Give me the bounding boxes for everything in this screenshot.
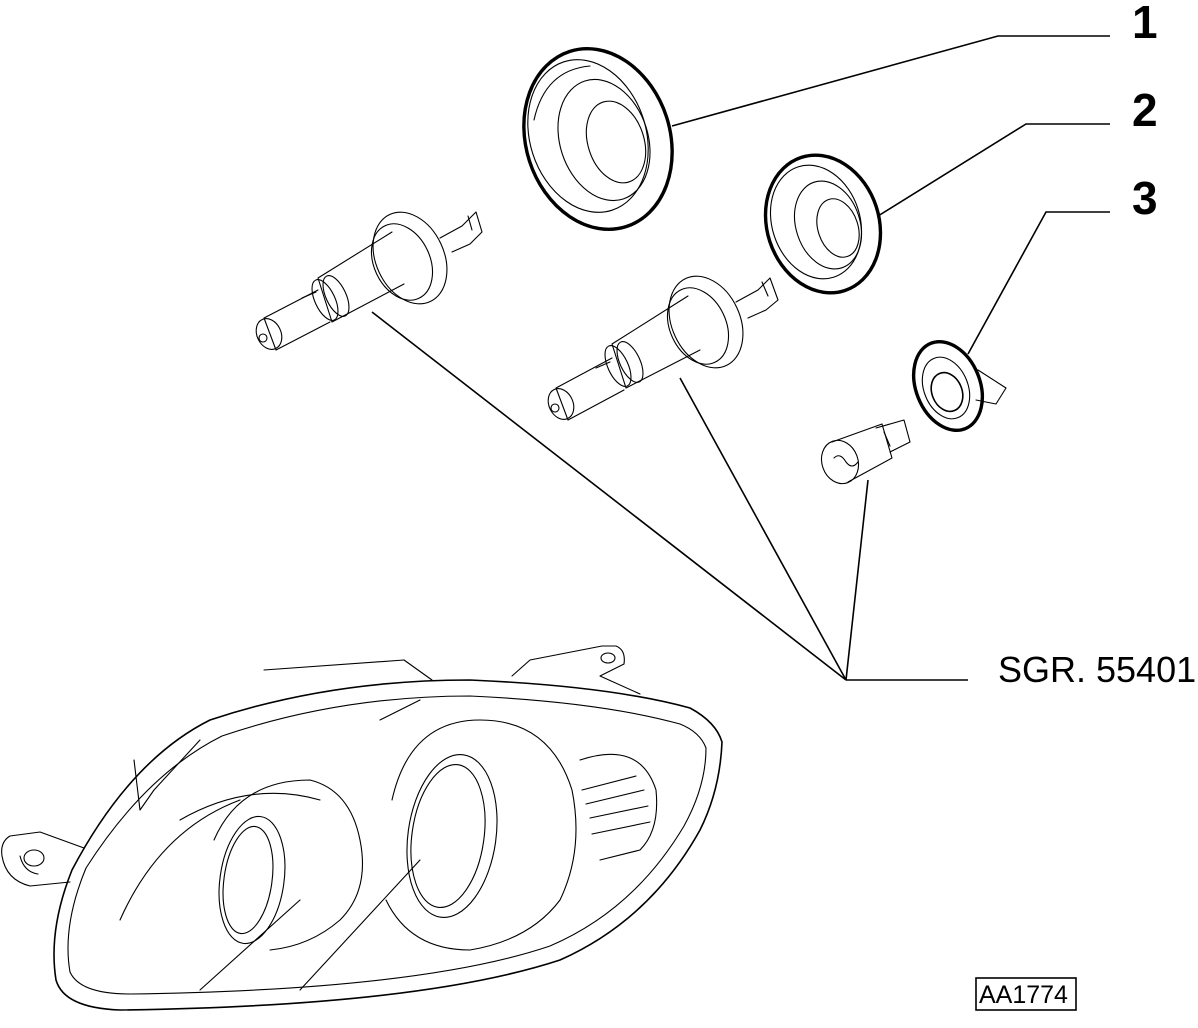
dust-cover-cap-large bbox=[522, 47, 674, 231]
bulb-holder bbox=[911, 339, 1007, 433]
leader-2 bbox=[877, 123, 1110, 217]
leader-1 bbox=[671, 35, 1110, 127]
leader-group-bulb-left bbox=[371, 311, 847, 681]
wedge-bulb bbox=[820, 419, 911, 485]
halogen-bulb-center bbox=[547, 275, 779, 421]
leader-lines bbox=[371, 35, 1110, 681]
callout-number-2: 2 bbox=[1132, 84, 1158, 136]
group-reference-label: SGR. 55401 bbox=[998, 649, 1196, 690]
figure-code-label: AA1774 bbox=[979, 981, 1068, 1009]
headlamp-assembly bbox=[1, 645, 723, 1011]
dust-cover-cap-small bbox=[763, 153, 883, 295]
callout-number-1: 1 bbox=[1132, 0, 1158, 48]
halogen-bulb-left bbox=[255, 211, 483, 351]
leader-group-wedge-bulb bbox=[845, 479, 869, 681]
leader-3 bbox=[967, 211, 1110, 355]
leader-group-bulb-center bbox=[679, 377, 847, 681]
figure-code-box: AA1774 bbox=[975, 977, 1077, 1011]
callout-number-3: 3 bbox=[1132, 172, 1158, 224]
